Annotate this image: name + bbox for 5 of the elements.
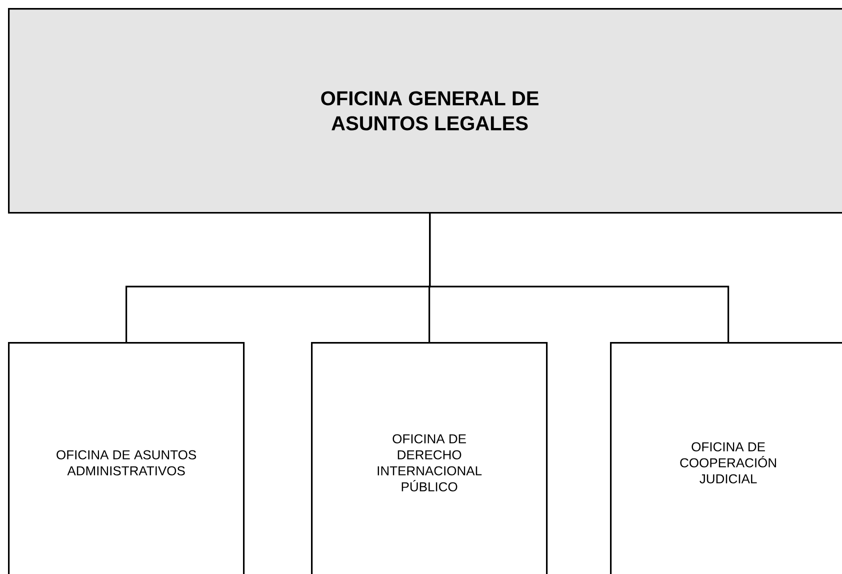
connector-line xyxy=(429,214,730,342)
office-box: OFICINA DE COOPERACIÓN JUDICIAL xyxy=(610,342,842,574)
office-box: OFICINA DE DERECHO INTERNACIONAL PÚBLICO xyxy=(311,342,548,574)
office-box: OFICINA DE ASUNTOS ADMINISTRATIVOS xyxy=(8,342,245,574)
office-box: OFICINA GENERAL DE ASUNTOS LEGALES xyxy=(8,8,842,214)
